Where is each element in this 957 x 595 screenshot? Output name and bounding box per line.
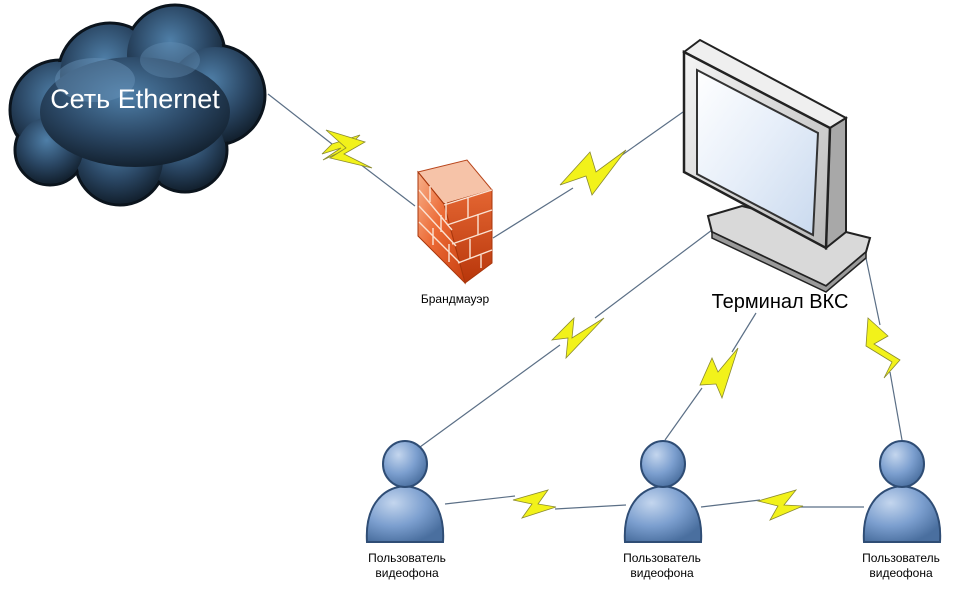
user-label-3: Пользователь видеофона (836, 551, 957, 581)
link-terminal-user3 (865, 257, 903, 441)
cloud-label: Сеть Ethernet (50, 84, 220, 114)
user-label-2-line2: видеофона (630, 566, 694, 580)
user-label-1: Пользователь видеофона (342, 551, 472, 581)
user-label-1-line2: видеофона (375, 566, 439, 580)
link-cloud-firewall (267, 93, 416, 207)
link-firewall-terminal (492, 111, 684, 239)
link-user2-user3 (700, 489, 864, 521)
user-label-3-line2: видеофона (869, 566, 933, 580)
monitor-icon (682, 38, 872, 293)
user-icon-1 (365, 440, 445, 543)
firewall-icon (417, 159, 493, 285)
user-label-2: Пользователь видеофона (597, 551, 727, 581)
firewall-label: Брандмауэр (420, 292, 490, 306)
user-label-2-line1: Пользователь (623, 551, 701, 565)
link-user1-user2 (444, 489, 627, 519)
link-terminal-user2 (664, 312, 757, 441)
user-label-3-line1: Пользователь (862, 551, 940, 565)
cloud-icon (8, 3, 267, 207)
link-terminal-user1 (419, 229, 713, 448)
user-icon-2 (623, 440, 703, 543)
user-icon-3 (862, 440, 942, 543)
terminal-label: Терминал ВКС (711, 291, 849, 313)
user-label-1-line1: Пользователь (368, 551, 446, 565)
